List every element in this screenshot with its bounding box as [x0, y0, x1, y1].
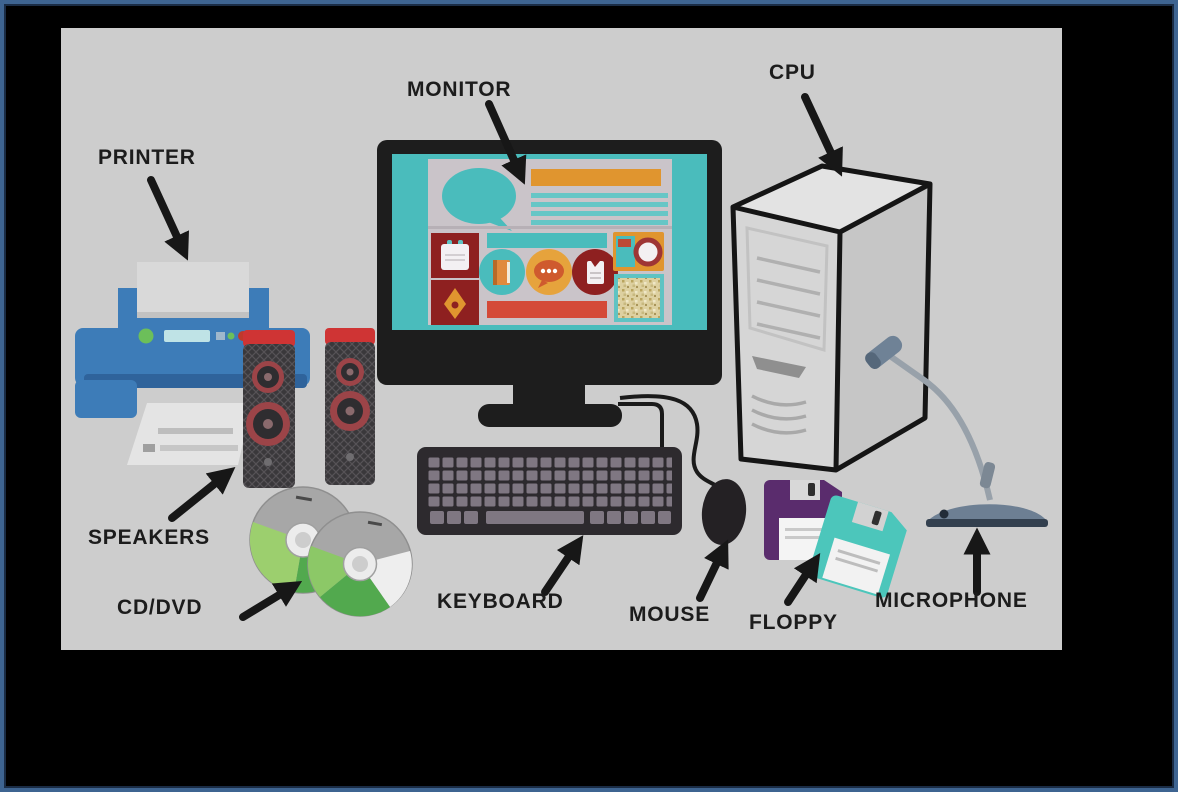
speaker-right	[325, 328, 375, 485]
microphone-illustration	[865, 335, 1048, 527]
shirt-icon	[572, 249, 618, 295]
keyboard-illustration	[417, 447, 682, 535]
mouse-illustration	[701, 479, 747, 545]
printer-output-sheet	[127, 403, 252, 465]
label-speakers: SPEAKERS	[88, 526, 210, 549]
chat-icon	[526, 249, 572, 295]
speaker-left	[243, 330, 295, 488]
vents	[751, 394, 807, 435]
cd-dvd-illustration	[249, 486, 413, 617]
floppy-illustration	[764, 480, 907, 598]
label-microphone: MICROPHONE	[875, 589, 1028, 612]
speakers-illustration	[243, 328, 375, 488]
label-monitor: MONITOR	[407, 78, 512, 101]
label-printer: PRINTER	[98, 146, 196, 169]
text-lines	[531, 193, 668, 225]
cd-front	[307, 511, 413, 617]
monitor-illustration	[377, 140, 722, 427]
mic-head	[865, 335, 903, 369]
label-cpu: CPU	[769, 61, 816, 84]
floppy-teal	[808, 495, 907, 598]
drive-bays	[756, 256, 821, 340]
label-cd-dvd: CD/DVD	[117, 596, 203, 619]
photo-thumbnail	[614, 274, 664, 322]
pen-nib-icon	[444, 288, 466, 319]
camera-icon	[613, 232, 664, 271]
label-keyboard: KEYBOARD	[437, 590, 564, 613]
label-floppy: FLOPPY	[749, 611, 838, 634]
bottom-key-row	[430, 511, 671, 524]
book-icon	[479, 249, 525, 295]
label-mouse: MOUSE	[629, 603, 711, 626]
cpu-illustration	[730, 163, 933, 473]
pointer-arrows	[147, 93, 991, 621]
cables	[618, 394, 723, 491]
calendar-icon	[441, 240, 469, 270]
